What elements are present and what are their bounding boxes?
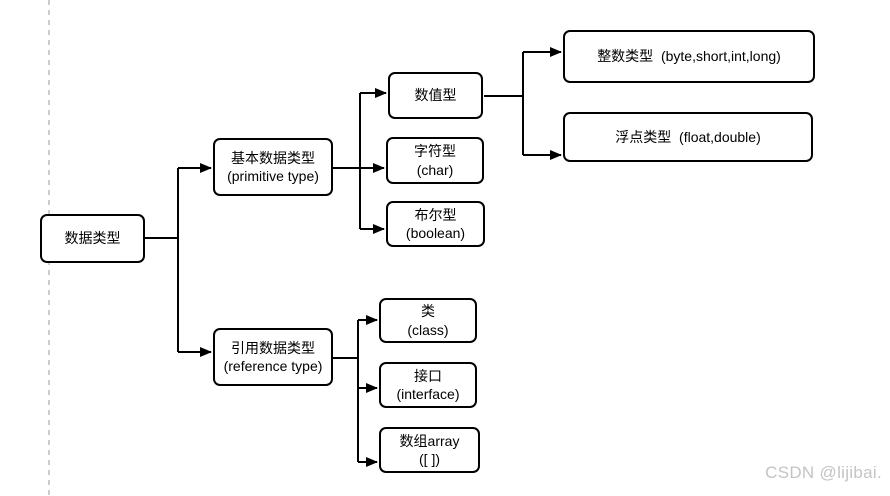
node-label: 引用数据类型 [231,339,315,356]
csdn-watermark: CSDN @lijibai. [765,463,882,482]
node-label: 数值型 [414,87,457,104]
node-sublabel: (boolean) [405,225,466,241]
node-sublabel: (interface) [396,386,460,402]
node-label: 数据类型 [64,230,121,247]
node-sublabel: (primitive type) [227,168,319,184]
node-label: 字符型 [414,143,456,160]
node-boolean-type: 布尔型 (boolean) [386,201,485,247]
node-primitive-type: 基本数据类型 (primitive type) [213,138,333,196]
node-sublabel: (reference type) [223,358,323,374]
node-label: 整数类型 (byte,short,int,long) [597,48,781,65]
node-float-type: 浮点类型 (float,double) [563,112,813,162]
node-sublabel: (class) [407,321,449,338]
node-array-type: 数组array ([ ]) [379,427,480,473]
node-label: 类 [421,303,435,320]
node-label: 数组array [399,432,460,449]
node-numeric-type: 数值型 [388,72,483,119]
node-class-type: 类 (class) [379,298,477,343]
node-integer-type: 整数类型 (byte,short,int,long) [563,30,815,83]
node-interface-type: 接口 (interface) [379,362,477,408]
node-char-type: 字符型 (char) [386,137,484,184]
node-data-type: 数据类型 [40,214,145,263]
node-label: 接口 [414,367,442,384]
node-label: 布尔型 [414,206,457,223]
node-label: 基本数据类型 [231,149,315,166]
node-sublabel: ([ ]) [419,451,440,467]
node-label: 浮点类型 (float,double) [615,128,761,145]
node-reference-type: 引用数据类型 (reference type) [213,328,333,386]
node-sublabel: (char) [416,161,454,178]
